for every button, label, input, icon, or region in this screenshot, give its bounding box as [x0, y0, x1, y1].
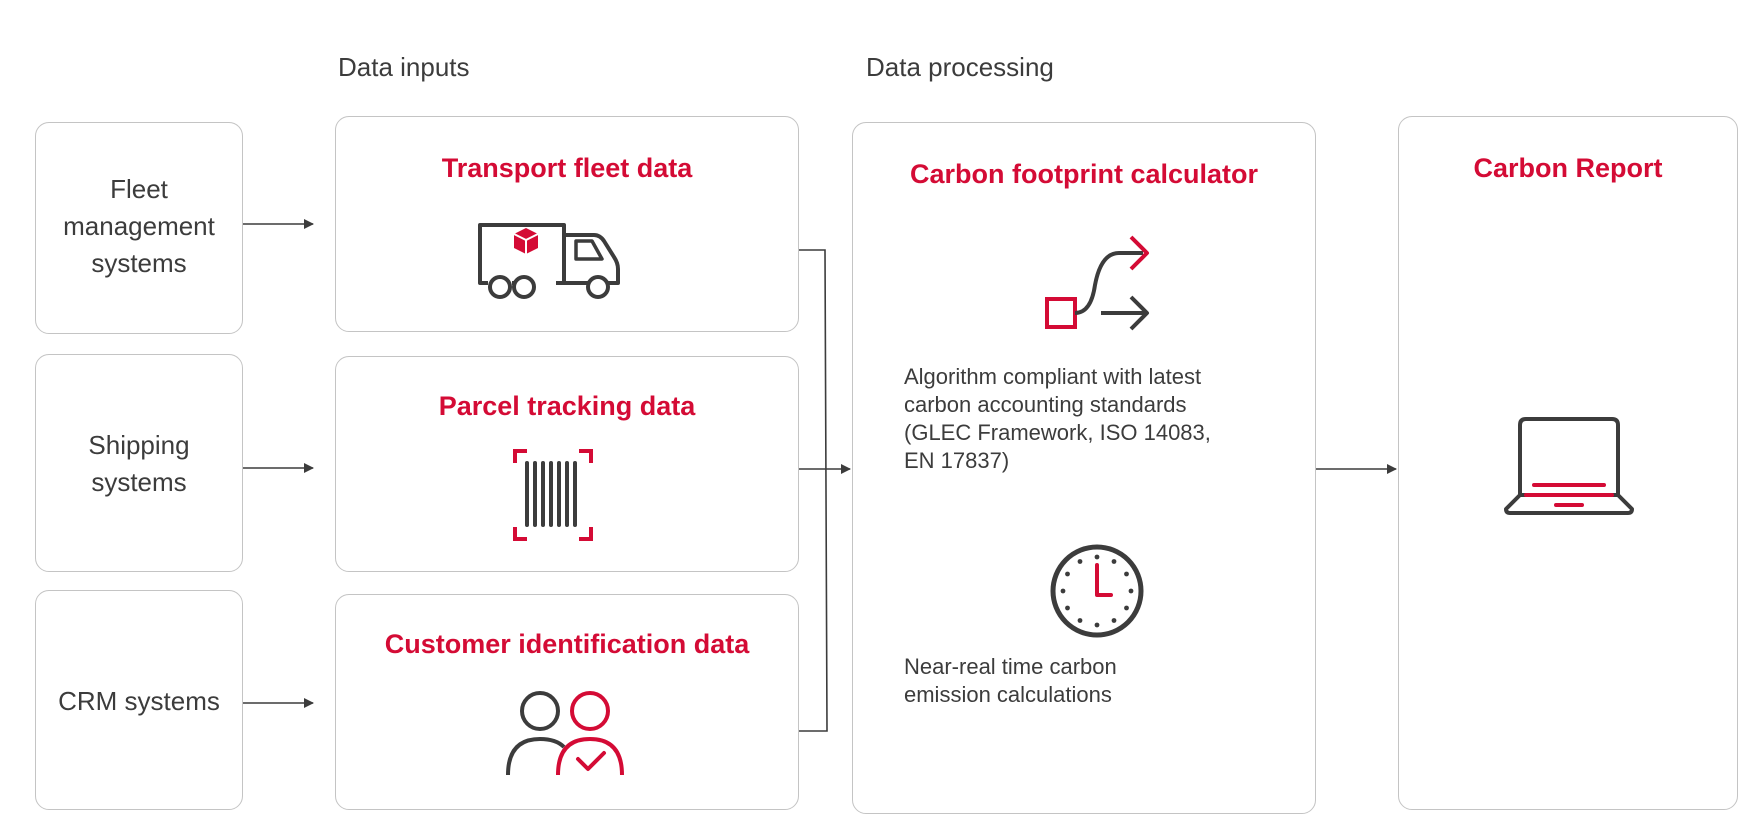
input-box-transport-fleet: Transport fleet data — [335, 116, 799, 332]
report-title: Carbon Report — [1473, 153, 1663, 183]
source-label-crm: CRM systems — [58, 686, 220, 716]
algorithm-description: Algorithm compliant with latest carbon a… — [904, 364, 1211, 473]
delivery-truck-icon — [478, 223, 620, 299]
input-title-parcel-tracking: Parcel tracking data — [438, 391, 696, 421]
source-label-fleet-management: Fleet management systems — [63, 174, 215, 278]
algorithm-flow-icon — [1045, 235, 1149, 331]
users-check-icon — [506, 691, 624, 776]
data-inputs-label: Data inputs — [338, 52, 470, 82]
barcode-scan-icon — [513, 449, 593, 541]
input-box-parcel-tracking: Parcel tracking data — [335, 356, 799, 572]
report-box-carbon-report: Carbon Report — [1398, 116, 1738, 810]
input-title-customer-identification: Customer identification data — [384, 629, 750, 659]
source-box-shipping: Shipping systems — [35, 354, 243, 572]
data-processing-label: Data processing — [866, 52, 1054, 82]
clock-icon — [1050, 544, 1144, 638]
input-title-transport-fleet: Transport fleet data — [441, 153, 693, 183]
processing-title: Carbon footprint calculator — [909, 159, 1258, 189]
laptop-icon — [1504, 417, 1634, 515]
input-box-customer-identification: Customer identification data — [335, 594, 799, 810]
processing-box-carbon-calculator: Carbon footprint calculator Algorithm co… — [852, 122, 1316, 814]
bracket-inputs-merge — [799, 249, 828, 732]
source-label-shipping: Shipping systems — [88, 430, 190, 497]
realtime-description: Near-real time carbon emission calculati… — [904, 654, 1117, 707]
source-box-crm: CRM systems — [35, 590, 243, 810]
source-box-fleet-management: Fleet management systems — [35, 122, 243, 334]
